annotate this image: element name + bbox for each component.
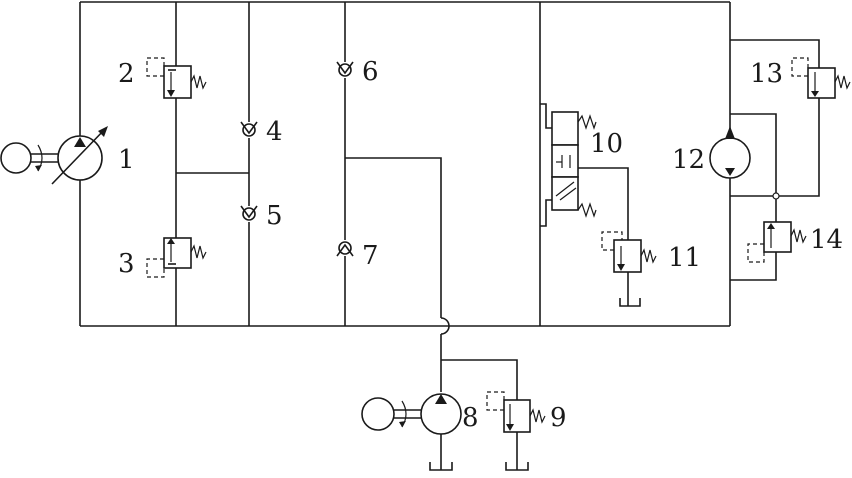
relief-valve-2 <box>146 57 207 99</box>
directional-valve-10 <box>539 2 629 326</box>
label-11: 11 <box>668 243 701 273</box>
label-10: 10 <box>590 129 623 159</box>
relief-valve-3 <box>146 237 207 278</box>
check-valve-6 <box>336 61 354 77</box>
label-8: 8 <box>462 403 479 433</box>
label-5: 5 <box>266 201 283 231</box>
relief-valve-11 <box>601 231 657 307</box>
tank-9 <box>505 462 529 471</box>
check-valve-5 <box>240 205 258 221</box>
charge-relief-line <box>441 359 518 400</box>
relief-valve-9 <box>486 391 546 471</box>
line-crossover <box>440 317 450 335</box>
label-1: 1 <box>118 145 135 175</box>
check-branch-6-7 <box>344 2 518 400</box>
main-pipelines <box>79 1 731 327</box>
label-14: 14 <box>810 225 843 255</box>
charge-line-upper <box>345 157 442 318</box>
label-4: 4 <box>266 117 283 147</box>
label-13: 13 <box>750 59 783 89</box>
charge-pump-8 <box>361 393 462 471</box>
label-7: 7 <box>362 241 379 271</box>
label-12: 12 <box>672 145 705 175</box>
relief-valve-13 <box>791 57 851 99</box>
component-labels: 1 2 3 4 5 6 7 8 9 10 11 12 13 14 <box>118 57 843 433</box>
tank-8 <box>429 462 453 471</box>
label-2: 2 <box>118 59 135 89</box>
check-valve-4 <box>240 121 258 137</box>
hydraulic-motor-12 <box>709 126 751 179</box>
check-valve-7 <box>336 241 354 257</box>
variable-pump-1 <box>0 126 108 185</box>
relief-branch-13-14 <box>730 39 820 281</box>
label-3: 3 <box>118 249 135 279</box>
label-9: 9 <box>550 403 567 433</box>
label-6: 6 <box>362 57 379 87</box>
relief-branch-2-3 <box>175 2 249 326</box>
relief-valve-14 <box>747 221 807 263</box>
tank-11 <box>619 298 641 307</box>
